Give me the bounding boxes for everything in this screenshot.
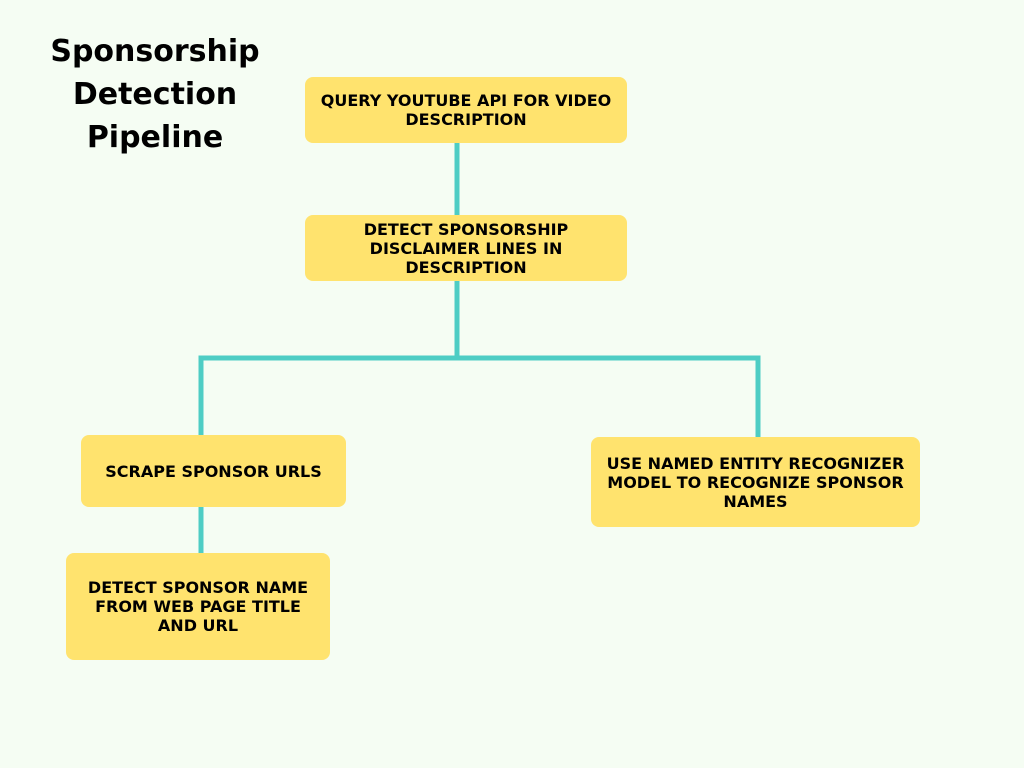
node-named-entity-recognizer: USE NAMED ENTITY RECOGNIZER MODEL TO REC… [591,437,920,527]
title-line: Sponsorship [50,34,260,69]
title-line: Detection [72,77,238,112]
node-detect-disclaimer-lines: DETECT SPONSORSHIP DISCLAIMER LINES IN D… [305,215,627,281]
node-label: USE NAMED ENTITY RECOGNIZER MODEL TO REC… [606,453,905,511]
node-label: SCRAPE SPONSOR URLS [105,461,322,481]
node-scrape-sponsor-urls: SCRAPE SPONSOR URLS [81,435,346,507]
node-label: DETECT SPONSOR NAME FROM WEB PAGE TITLE … [87,578,309,635]
title-line: Pipeline [86,120,224,155]
node-query-youtube-api: QUERY YOUTUBE API FOR VIDEO DESCRIPTION [305,77,627,143]
diagram-title: Sponsorship Detection Pipeline [30,30,280,159]
node-label: DETECT SPONSORSHIP DISCLAIMER LINES IN D… [363,219,569,277]
node-detect-sponsor-name: DETECT SPONSOR NAME FROM WEB PAGE TITLE … [66,553,330,660]
node-label: QUERY YOUTUBE API FOR VIDEO DESCRIPTION [320,91,612,129]
